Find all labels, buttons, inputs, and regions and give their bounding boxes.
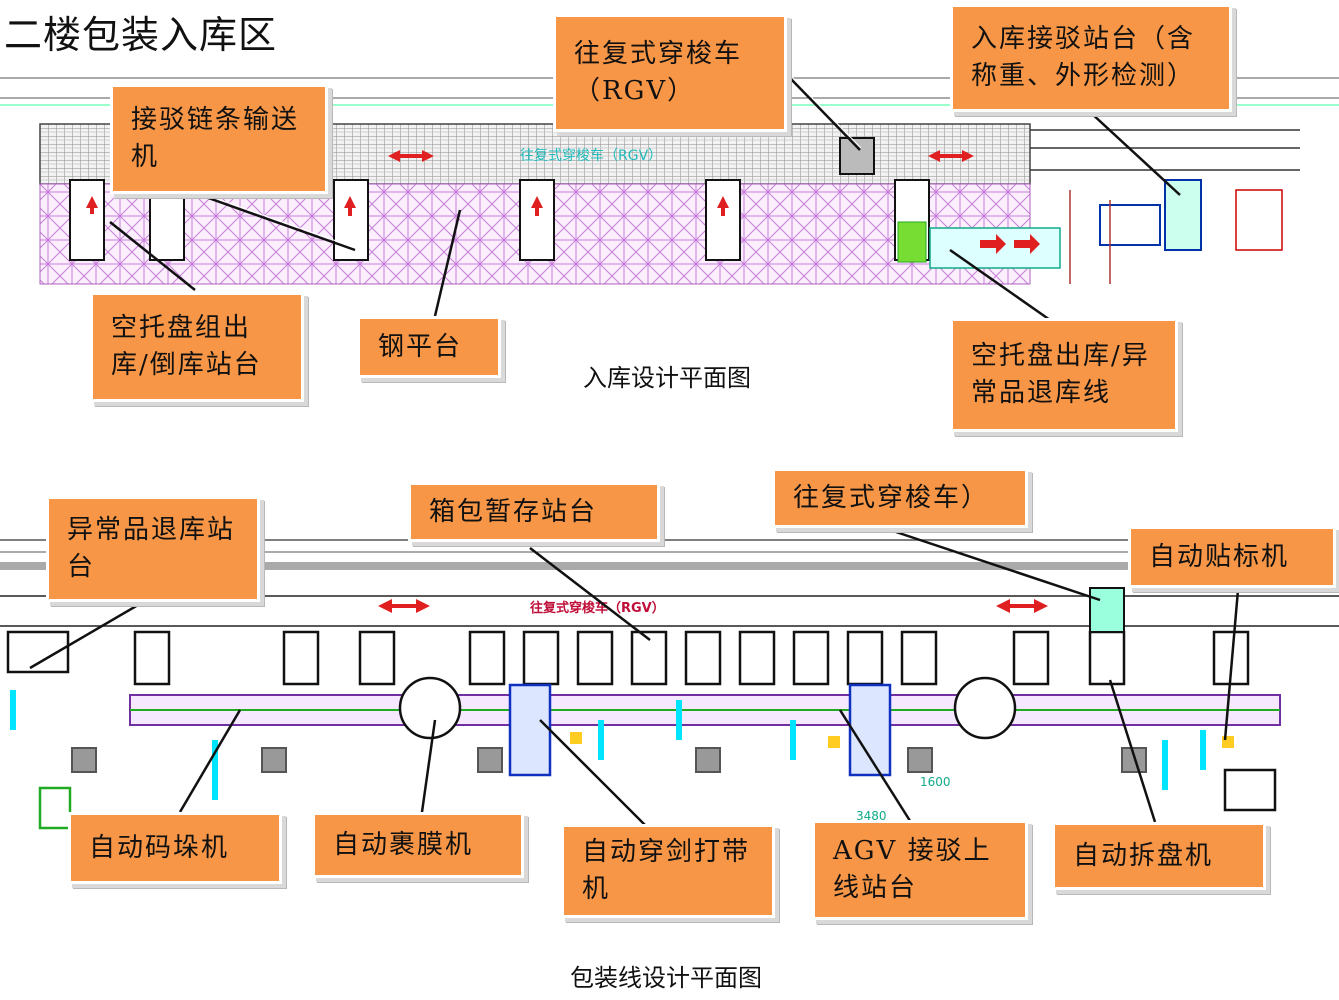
callout-palletizer: 自动码垛机 bbox=[68, 812, 282, 884]
top-rgv-line-label: 往复式穿梭车（RGV） bbox=[520, 147, 662, 164]
callout-empty-pallet-line: 空托盘出库/异常品退库线 bbox=[950, 318, 1178, 432]
callout-empty-pallet-group: 空托盘组出库/倒库站台 bbox=[90, 292, 304, 402]
callout-inbound-station: 入库接驳站台（含称重、外形检测） bbox=[950, 4, 1232, 112]
callout-steel-platform: 钢平台 bbox=[357, 316, 501, 378]
callout-agv-station: AGV 接驳上线站台 bbox=[812, 820, 1028, 920]
bottom-rgv-line-label: 往复式穿梭车（RGV） bbox=[530, 600, 665, 616]
callout-buffer-station: 箱包暂存站台 bbox=[408, 482, 660, 542]
dimension-1: 1600 bbox=[920, 775, 951, 789]
bottom-plan-caption: 包装线设计平面图 bbox=[570, 964, 762, 992]
callout-depalletizer: 自动拆盘机 bbox=[1052, 822, 1266, 890]
top-plan-caption: 入库设计平面图 bbox=[583, 364, 751, 392]
callout-wrapper: 自动裹膜机 bbox=[312, 812, 524, 878]
bottom-plan: 往复式穿梭车（RGV） bbox=[0, 528, 1339, 831]
callout-auto-labeler: 自动贴标机 bbox=[1128, 526, 1336, 588]
callout-strapper: 自动穿剑打带机 bbox=[561, 824, 775, 918]
callout-rgv-top: 往复式穿梭车（RGV） bbox=[553, 14, 787, 132]
page-title: 二楼包装入库区 bbox=[4, 13, 278, 57]
callout-chain-conveyor: 接驳链条输送机 bbox=[110, 84, 328, 194]
dimension-2: 3480 bbox=[856, 809, 887, 823]
callout-rgv-bottom: 往复式穿梭车） bbox=[772, 468, 1028, 528]
callout-reject-station: 异常品退库站台 bbox=[46, 496, 260, 602]
